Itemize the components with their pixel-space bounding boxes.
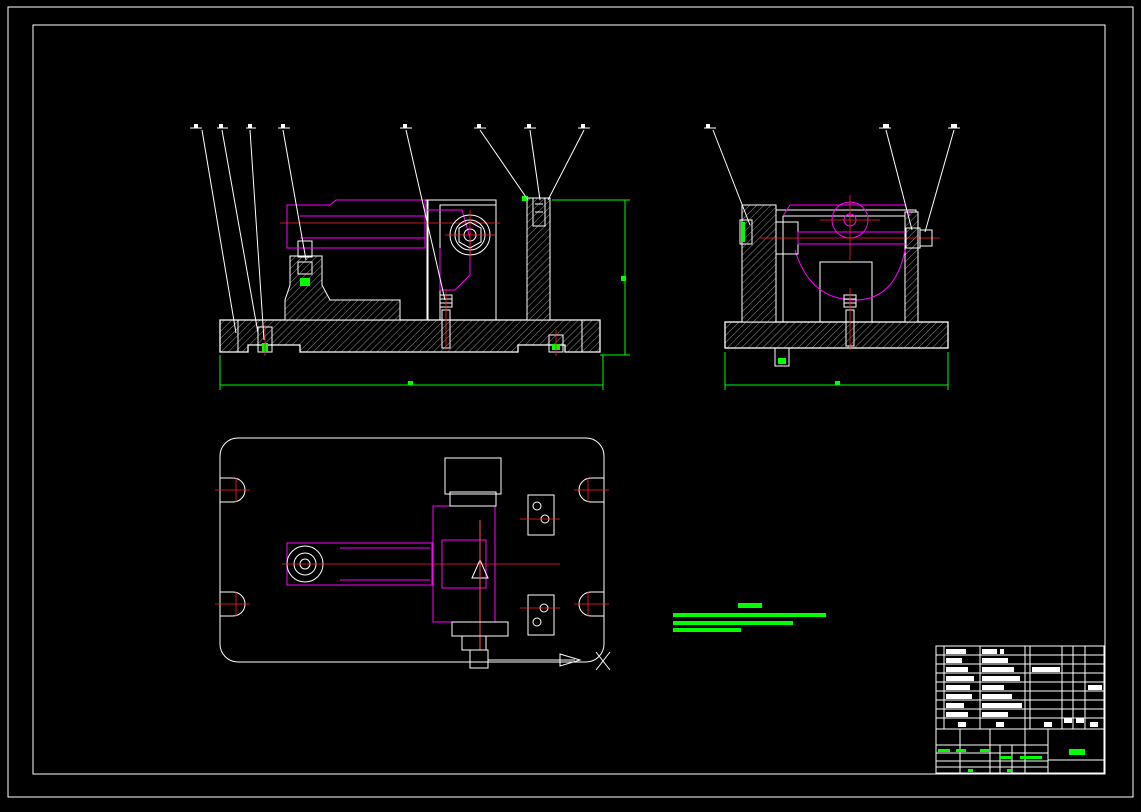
front-section-view xyxy=(190,124,630,390)
side-section-view xyxy=(704,124,960,390)
technical-notes xyxy=(673,603,826,632)
top-view xyxy=(215,437,611,671)
sheet-border-inner xyxy=(32,24,1106,775)
title-block xyxy=(935,645,1105,774)
sheet-border-outer xyxy=(7,6,1134,798)
